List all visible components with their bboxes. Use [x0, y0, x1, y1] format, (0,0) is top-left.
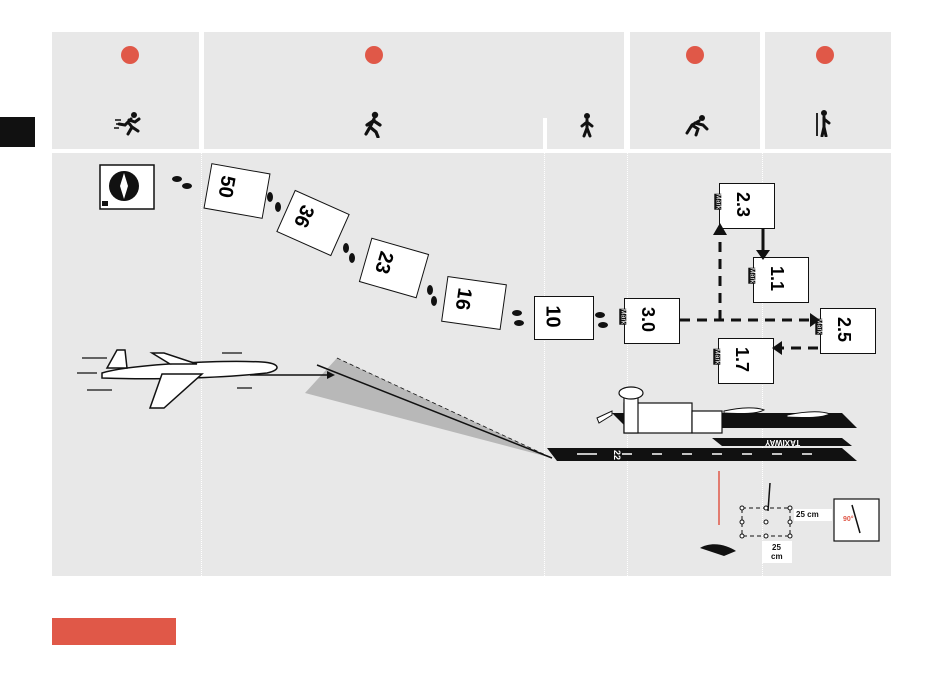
- runway-number: 22: [612, 450, 622, 460]
- taxiway-label: TAXIWAY: [765, 438, 800, 447]
- probe-spacing-horizontal: 25 cm: [796, 510, 819, 519]
- probe-angle: 90°: [843, 516, 854, 523]
- section-accent-bar: [52, 618, 176, 645]
- probe-spacing-vertical-top: 25: [772, 543, 781, 552]
- probe-spacing-vertical-bottom: cm: [771, 552, 783, 561]
